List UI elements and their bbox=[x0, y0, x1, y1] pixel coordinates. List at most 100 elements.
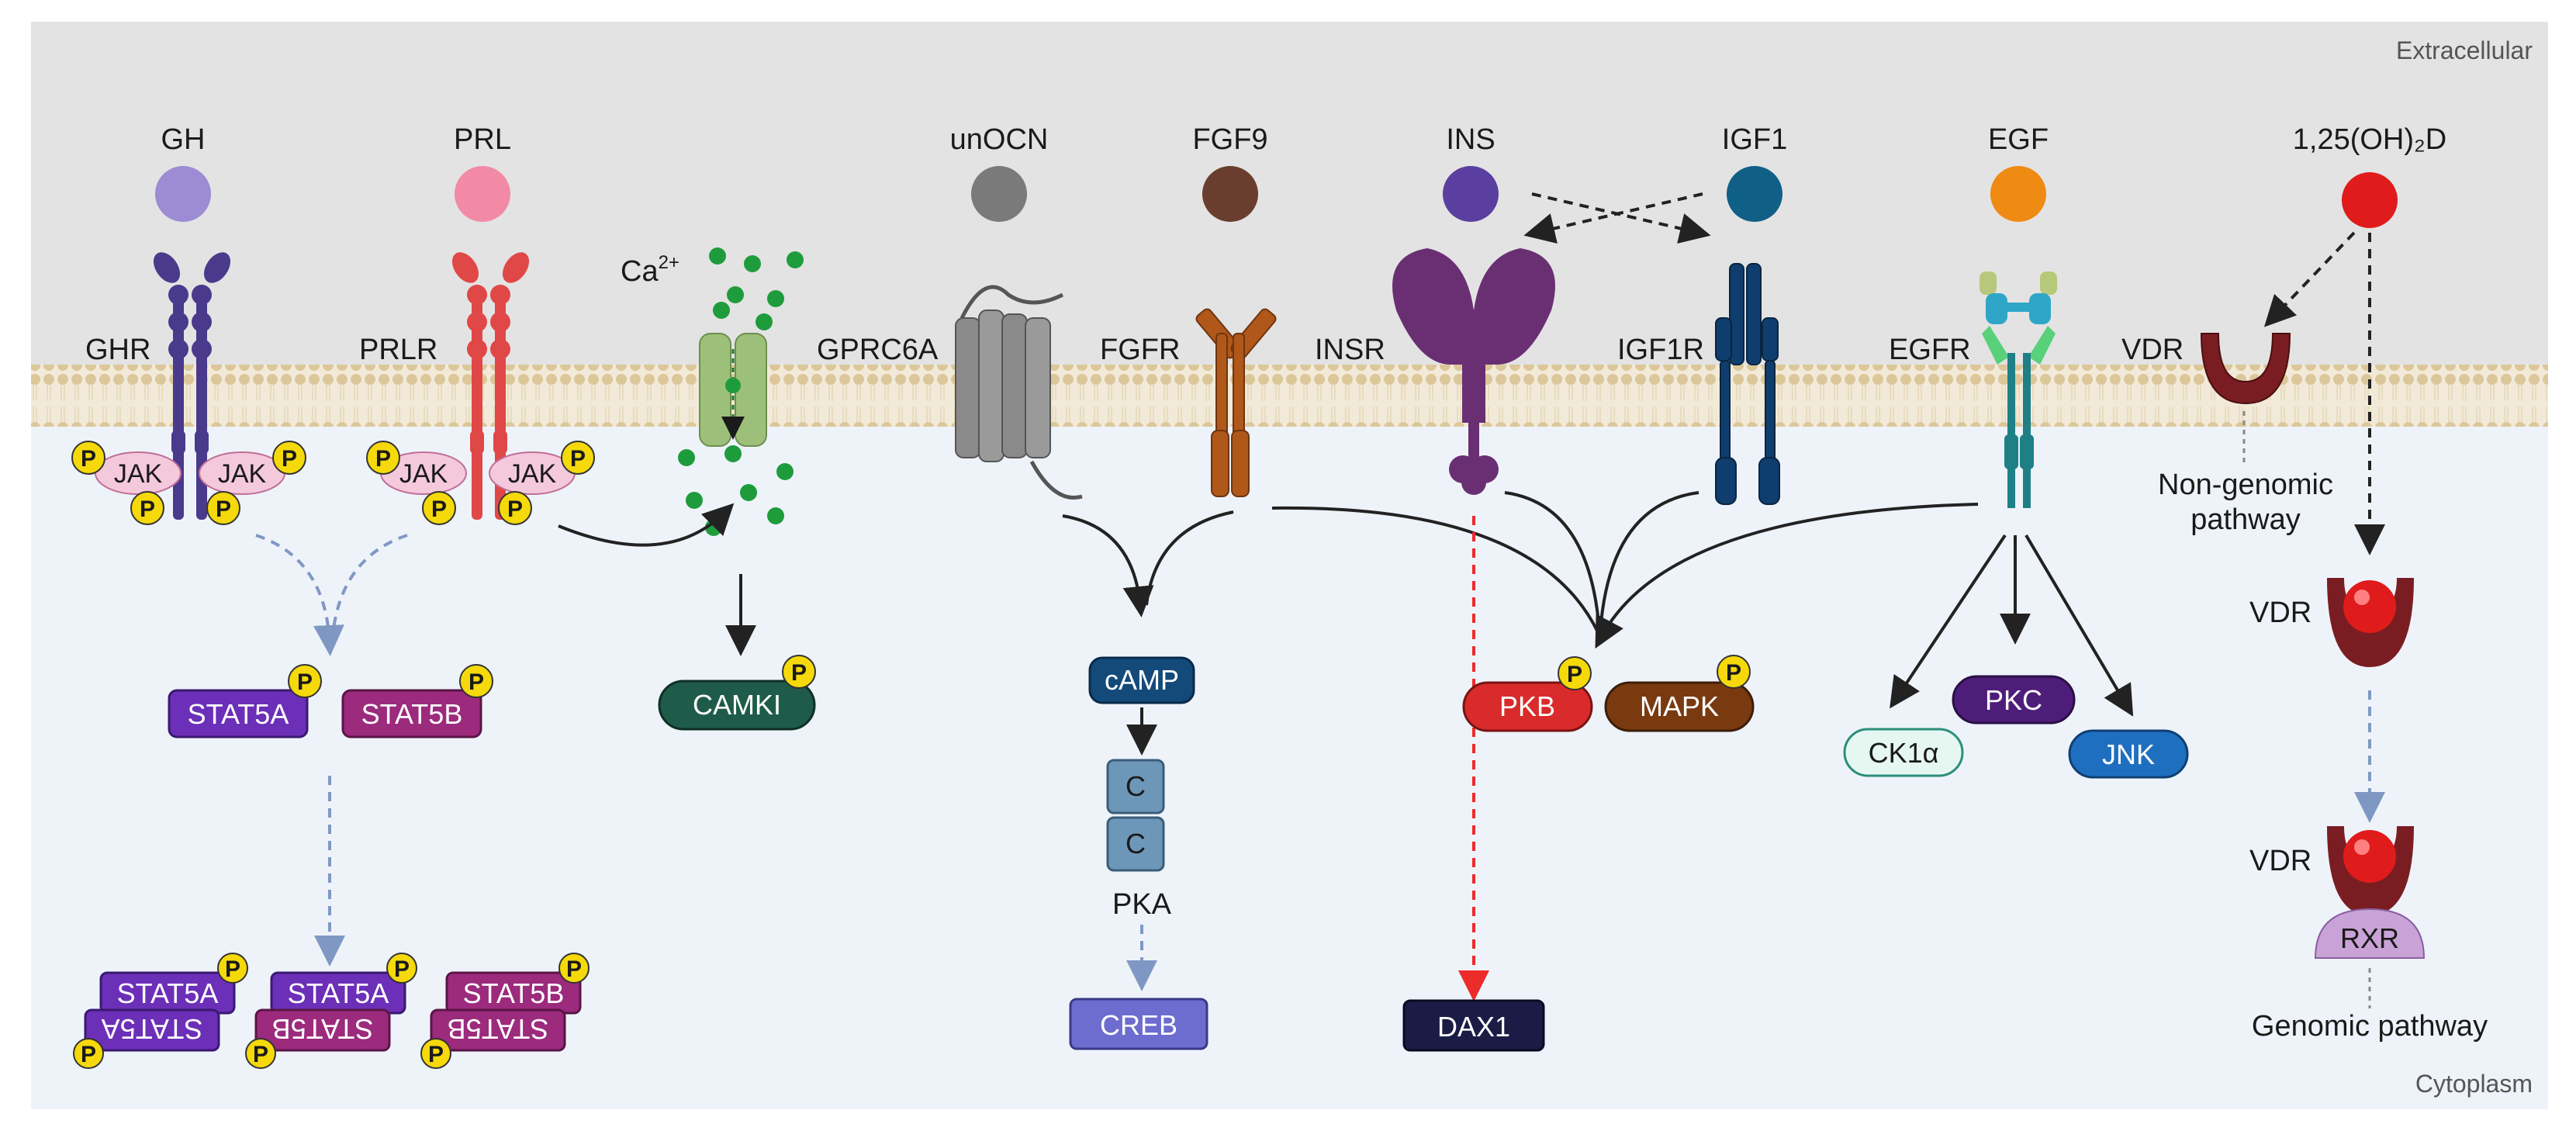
svg-text:C: C bbox=[1125, 828, 1146, 859]
vdr-rxr-complex-icon: RXR bbox=[2314, 826, 2426, 959]
stat5a-homodimer: STAT5A STAT5A P P bbox=[73, 953, 248, 1069]
ligand-prl: PRL bbox=[454, 123, 511, 222]
svg-text:P: P bbox=[81, 1042, 96, 1067]
pkb-pill: PKB bbox=[1462, 681, 1593, 732]
extracellular-label: Extracellular bbox=[2396, 36, 2533, 64]
svg-text:DAX1: DAX1 bbox=[1437, 1011, 1510, 1043]
igf1-to-insr-arrow bbox=[1523, 192, 1703, 244]
svg-text:JAK: JAK bbox=[218, 459, 267, 489]
prlr-receptor-icon bbox=[451, 252, 530, 520]
receptor-ghr-label: GHR bbox=[85, 334, 150, 366]
ligand-vitamin-d: 1,25(OH)₂D bbox=[2293, 123, 2446, 228]
gprc6a-to-camp-arrow bbox=[1062, 514, 1154, 617]
ligand-igf1: IGF1 bbox=[1722, 123, 1787, 222]
creb-pill: CREB bbox=[1069, 998, 1208, 1050]
phospho-badge: P bbox=[71, 441, 105, 475]
vdr-rxr-label: VDR bbox=[2249, 845, 2311, 877]
calcium-ion-label: Ca2+ bbox=[621, 252, 679, 288]
receptor-igf1r-label: IGF1R bbox=[1617, 334, 1704, 366]
egfr-receptor-icon bbox=[1980, 272, 2057, 508]
vdr-cytoplasmic-label: VDR bbox=[2249, 597, 2311, 629]
svg-text:JAK: JAK bbox=[508, 459, 557, 489]
svg-text:JNK: JNK bbox=[2102, 738, 2155, 770]
phospho-badge: P bbox=[422, 491, 456, 525]
camp-pill: cAMP bbox=[1088, 656, 1195, 704]
camki-pill: CAMKI bbox=[658, 680, 816, 731]
svg-text:PKC: PKC bbox=[1985, 684, 2042, 716]
svg-text:STAT5B: STAT5B bbox=[463, 977, 565, 1009]
svg-text:unOCN: unOCN bbox=[950, 123, 1049, 156]
ck1a-pill: CK1α bbox=[1843, 728, 1964, 777]
nongenomic-label-line2: pathway bbox=[2190, 503, 2301, 536]
svg-text:STAT5A: STAT5A bbox=[117, 977, 219, 1009]
receptor-fgfr-label: FGFR bbox=[1100, 334, 1180, 366]
egfr-to-jnk-arrow bbox=[2024, 534, 2134, 717]
svg-text:STAT5B: STAT5B bbox=[361, 698, 463, 730]
extracellular-region bbox=[31, 22, 2548, 375]
phospho-badge: P bbox=[1717, 655, 1751, 689]
svg-text:P: P bbox=[469, 669, 484, 695]
svg-text:P: P bbox=[282, 446, 297, 472]
phospho-badge: P bbox=[459, 664, 493, 698]
svg-text:MAPK: MAPK bbox=[1640, 690, 1719, 722]
svg-text:STAT5A: STAT5A bbox=[288, 977, 389, 1009]
ligand-unocn: unOCN bbox=[950, 123, 1049, 222]
svg-text:P: P bbox=[1567, 662, 1582, 687]
ghr-to-stat-arrow bbox=[255, 534, 344, 656]
receptor-gprc6a-label: GPRC6A bbox=[817, 334, 939, 366]
prlr-to-stat-arrow bbox=[330, 534, 408, 645]
ligand-ins: INS bbox=[1443, 123, 1499, 222]
ghr-receptor-icon bbox=[153, 252, 231, 520]
egfr-to-pkb-mapk-arrow bbox=[1595, 503, 1979, 649]
svg-text:PRL: PRL bbox=[454, 123, 511, 156]
svg-text:P: P bbox=[140, 496, 155, 522]
insr-receptor-icon bbox=[1392, 248, 1555, 495]
receptor-prlr-label: PRLR bbox=[359, 334, 437, 366]
jak-prlr-right: JAK bbox=[489, 451, 576, 495]
svg-text:P: P bbox=[566, 956, 582, 982]
svg-text:P: P bbox=[216, 496, 231, 522]
insr-to-pkb-mapk-arrow bbox=[1504, 491, 1601, 633]
pka-icon: C C bbox=[1106, 759, 1165, 872]
phospho-badge: P bbox=[130, 491, 164, 525]
vitd-to-membrane-vdr-arrow bbox=[2263, 231, 2356, 327]
svg-text:P: P bbox=[297, 669, 313, 695]
svg-text:STAT5B: STAT5B bbox=[272, 1013, 374, 1045]
membrane-vdr-icon bbox=[2200, 333, 2291, 405]
calcium-channel-icon bbox=[699, 333, 767, 447]
svg-text:CK1α: CK1α bbox=[1869, 737, 1939, 769]
phospho-badge: P bbox=[272, 441, 306, 475]
stat5a-stat5b-heterodimer: STAT5A STAT5B P P bbox=[245, 953, 417, 1069]
ligand-egf: EGF bbox=[1988, 123, 2049, 222]
svg-text:C: C bbox=[1125, 770, 1146, 802]
svg-text:cAMP: cAMP bbox=[1105, 664, 1179, 696]
svg-text:INS: INS bbox=[1446, 123, 1495, 156]
svg-text:P: P bbox=[253, 1042, 268, 1067]
svg-text:P: P bbox=[81, 446, 96, 472]
svg-text:JAK: JAK bbox=[399, 459, 448, 489]
svg-text:STAT5B: STAT5B bbox=[448, 1013, 549, 1045]
phospho-badge: P bbox=[206, 491, 240, 525]
calcium-ions-outside bbox=[709, 247, 804, 330]
svg-text:P: P bbox=[507, 496, 523, 522]
svg-text:GH: GH bbox=[161, 123, 206, 156]
gprc6a-receptor-icon bbox=[955, 285, 1083, 500]
phospho-badge: P bbox=[561, 441, 595, 475]
fgfr-to-camp-arrow bbox=[1145, 510, 1234, 606]
receptor-insr-label: INSR bbox=[1315, 334, 1385, 366]
svg-text:CREB: CREB bbox=[1100, 1009, 1177, 1041]
svg-text:CAMKI: CAMKI bbox=[693, 689, 781, 721]
igf1r-to-pkb-mapk-arrow bbox=[1599, 491, 1699, 633]
svg-text:PKB: PKB bbox=[1499, 690, 1555, 722]
svg-text:EGF: EGF bbox=[1988, 123, 2049, 156]
phospho-badge: P bbox=[1558, 656, 1592, 690]
svg-text:P: P bbox=[791, 660, 807, 686]
phospho-badge: P bbox=[288, 664, 322, 698]
receptor-egfr-label: EGFR bbox=[1889, 334, 1971, 366]
jak-to-calcium-arrow bbox=[558, 503, 735, 547]
svg-text:STAT5A: STAT5A bbox=[188, 698, 289, 730]
dax1-pill: DAX1 bbox=[1402, 999, 1545, 1052]
pkc-pill: PKC bbox=[1952, 675, 2076, 725]
cytoplasm-label: Cytoplasm bbox=[2415, 1070, 2533, 1098]
